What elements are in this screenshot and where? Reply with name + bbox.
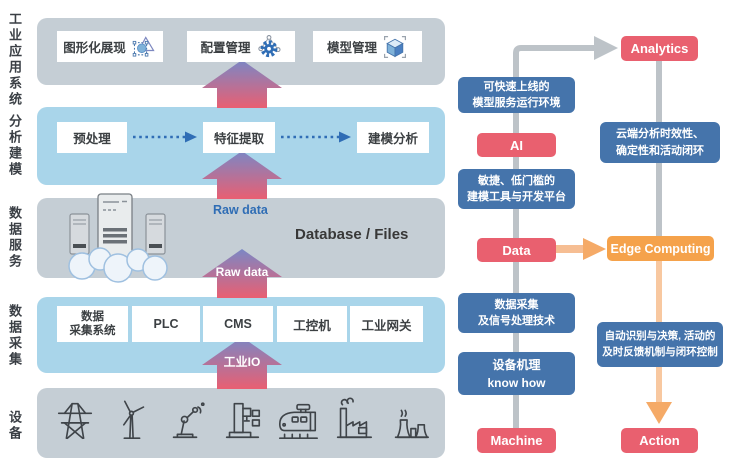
raw-data-label-top: Raw data (213, 203, 268, 217)
modeling-box-feature-extraction: 特征提取 (203, 122, 275, 153)
raw-data-arrow-label: Raw data (215, 265, 269, 279)
layer-label-analysis-modeling: 分析建模 (7, 114, 22, 178)
high-speed-train-icon (278, 403, 318, 440)
power-plant-icon (394, 409, 429, 439)
layer-label-industrial-app-systems: 工业应用系统 (7, 12, 22, 108)
modeling-box-modeling-analysis: 建模分析 (357, 122, 429, 153)
capability-box-model-runtime-line1: 可快速上线的 (483, 80, 550, 93)
modeling-box-feature-extraction-label: 特征提取 (213, 132, 264, 146)
capability-box-auto-decision: 自动识别与决策, 活动的 及时反馈机制与闭环控制 (597, 322, 723, 367)
modeling-box-preprocessing-label: 预处理 (73, 132, 111, 146)
capability-box-know-how: 设备机理 know how (458, 352, 575, 395)
acq-box-daq-system: 数据 采集系统 (57, 306, 128, 342)
gear-network-icon (257, 34, 281, 57)
acq-box-ipc-label: 工控机 (293, 318, 331, 333)
acq-box-gateway-label: 工业网关 (361, 318, 412, 333)
capability-box-know-how-line1: 设备机理 (492, 357, 541, 372)
node-action: Action (621, 428, 698, 453)
industrial-io-arrow-label: 工业IO (223, 355, 261, 369)
factory-icon (337, 397, 373, 439)
machine-tool-icon (225, 402, 261, 439)
app-box-config-management: 配置管理 (187, 31, 295, 62)
capability-box-cloud-analytics-line2: 确定性和活动闭环 (616, 144, 704, 157)
app-box-config-management-label: 配置管理 (200, 41, 251, 55)
server-cloud-illustration (68, 193, 168, 283)
capability-box-model-runtime-line2: 模型服务运行环境 (472, 97, 561, 109)
app-box-model-management: 模型管理 (313, 31, 422, 62)
cube-3d-icon (383, 35, 407, 58)
capability-box-cloud-analytics-line1: 云端分析时效性、 (616, 128, 704, 140)
capability-box-model-runtime: 可快速上线的 模型服务运行环境 (458, 77, 575, 113)
acq-box-daq-system-line2: 采集系统 (69, 325, 116, 337)
modeling-box-preprocessing: 预处理 (57, 122, 127, 153)
up-arrow-industrial-io (202, 337, 282, 389)
acq-box-plc: PLC (132, 306, 200, 342)
app-box-visualization: 图形化展现 (57, 31, 163, 62)
orange-arrowhead-to-edge-icon (583, 238, 606, 260)
node-analytics: Analytics (621, 36, 698, 61)
capability-box-auto-decision-line2: 及时反馈机制与闭环控制 (602, 345, 718, 358)
up-arrow-raw-data (202, 249, 282, 298)
band-equipment (37, 388, 445, 458)
capability-box-modeling-tools-line1: 敏捷、低门槛的 (478, 174, 555, 187)
capability-box-modeling-tools-line2: 建模工具与开发平台 (467, 191, 566, 203)
node-edge-computing: Edge Computing (607, 236, 714, 261)
orange-arrowhead-to-action-icon (646, 402, 672, 424)
dotted-arrow-icon (281, 131, 351, 143)
capability-box-signal-processing-line2: 及信号处理技术 (478, 315, 555, 327)
capability-box-cloud-analytics: 云端分析时效性、 确定性和活动闭环 (600, 122, 720, 163)
acq-box-gateway: 工业网关 (350, 306, 423, 342)
power-grid-tower-icon (57, 402, 93, 440)
capability-box-auto-decision-line1: 自动识别与决策, 活动的 (604, 329, 716, 342)
acq-box-daq-system-line1: 数据 (81, 310, 104, 323)
gray-arrowhead-to-analytics-icon (594, 36, 618, 60)
acq-box-cms: CMS (203, 306, 273, 342)
node-machine: Machine (477, 428, 556, 453)
layer-label-data-services: 数据服务 (7, 206, 22, 270)
app-box-model-management-label: 模型管理 (326, 41, 377, 55)
capability-box-modeling-tools: 敏捷、低门槛的 建模工具与开发平台 (458, 169, 575, 209)
capability-box-know-how-line2: know how (487, 375, 546, 390)
acq-box-plc-label: PLC (153, 317, 179, 331)
layer-label-equipment: 设备 (7, 410, 22, 442)
modeling-box-modeling-analysis-label: 建模分析 (367, 132, 418, 146)
app-box-visualization-label: 图形化展现 (63, 41, 126, 55)
robot-arm-icon (173, 402, 205, 439)
dotted-arrow-icon (133, 131, 197, 143)
acq-box-ipc: 工控机 (277, 306, 347, 342)
node-ai: AI (477, 133, 556, 157)
node-data: Data (477, 238, 556, 262)
up-arrow-to-modeling-layer (202, 151, 282, 199)
vector-drawing-icon (132, 35, 155, 57)
acq-box-cms-label: CMS (224, 317, 252, 331)
up-arrow-to-app-layer (202, 60, 282, 108)
capability-box-signal-processing: 数据采集 及信号处理技术 (458, 293, 575, 333)
capability-box-signal-processing-line1: 数据采集 (494, 298, 539, 311)
device-icon-row (52, 394, 432, 446)
wind-turbine-icon (122, 400, 144, 440)
database-files-label: Database / Files (295, 226, 409, 243)
layer-label-data-acquisition: 数据采集 (7, 304, 22, 368)
